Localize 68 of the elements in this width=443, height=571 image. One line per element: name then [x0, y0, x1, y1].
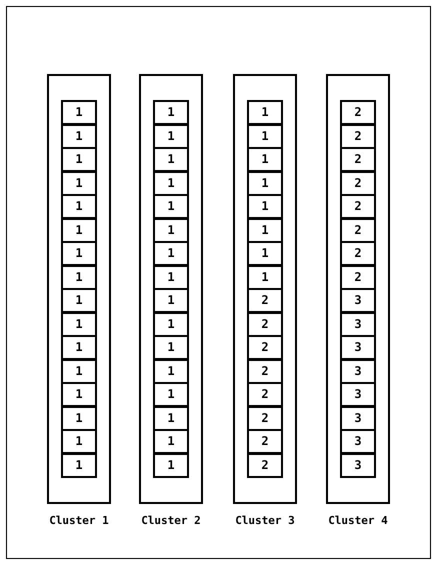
array-cell: 1 — [153, 335, 189, 360]
array-cell: 1 — [153, 382, 189, 407]
array-cell: 1 — [61, 264, 97, 290]
cluster-label: Cluster 3 — [234, 514, 296, 527]
array-cell: 1 — [153, 312, 189, 336]
array-cell: 1 — [153, 452, 189, 478]
array-cell: 1 — [153, 194, 189, 219]
array-cell: 1 — [247, 124, 283, 148]
array-cell: 1 — [61, 241, 97, 266]
array-cell: 1 — [153, 170, 189, 196]
array-cell: 1 — [153, 358, 189, 384]
array-cell: 2 — [247, 312, 283, 336]
array-cell: 1 — [61, 194, 97, 219]
array-cell: 1 — [153, 218, 189, 242]
array-cell: 3 — [340, 406, 376, 430]
array-cell: 1 — [153, 100, 189, 125]
array-cell: 2 — [340, 124, 376, 148]
array-cell: 1 — [61, 124, 97, 148]
array-cell: 1 — [61, 218, 97, 242]
array-cell: 1 — [61, 170, 97, 196]
array-cell: 1 — [61, 312, 97, 336]
cluster-label: Cluster 1 — [48, 514, 110, 527]
array-cell: 3 — [340, 452, 376, 478]
array-cell: 3 — [340, 288, 376, 313]
array-cell: 1 — [61, 288, 97, 313]
array-cell: 1 — [153, 288, 189, 313]
array-cell: 2 — [247, 358, 283, 384]
array-cell: 1 — [247, 264, 283, 290]
array-cell: 1 — [153, 241, 189, 266]
array-cell: 1 — [61, 382, 97, 407]
array-cell: 2 — [340, 194, 376, 219]
array-cell: 2 — [247, 429, 283, 454]
array-cell: 3 — [340, 382, 376, 407]
array-cell: 1 — [247, 170, 283, 196]
array-cell: 2 — [247, 382, 283, 407]
array-cell: 1 — [61, 358, 97, 384]
array-cell: 1 — [247, 147, 283, 172]
array-cell: 1 — [153, 406, 189, 430]
array-cell: 1 — [247, 241, 283, 266]
array-cell: 1 — [153, 264, 189, 290]
array-cell: 1 — [61, 429, 97, 454]
array-cell: 2 — [340, 170, 376, 196]
array-cell: 2 — [247, 406, 283, 430]
array-cell: 1 — [153, 124, 189, 148]
array-cell: 2 — [247, 335, 283, 360]
array-cell: 1 — [61, 335, 97, 360]
array-cell: 2 — [340, 100, 376, 125]
array-cell: 3 — [340, 335, 376, 360]
array-cell: 2 — [247, 452, 283, 478]
array-cell: 3 — [340, 312, 376, 336]
array-cell: 2 — [247, 288, 283, 313]
array-cell: 2 — [340, 218, 376, 242]
array-cell: 1 — [153, 429, 189, 454]
array-cell: 1 — [247, 218, 283, 242]
array-cell: 1 — [247, 100, 283, 125]
cluster-label: Cluster 4 — [327, 514, 389, 527]
array-cell: 1 — [61, 147, 97, 172]
array-cell: 1 — [61, 100, 97, 125]
array-cell: 3 — [340, 358, 376, 384]
array-cell: 2 — [340, 264, 376, 290]
array-cell: 2 — [340, 241, 376, 266]
array-cell: 1 — [61, 452, 97, 478]
array-cell: 1 — [247, 194, 283, 219]
array-cell: 2 — [340, 147, 376, 172]
array-cell: 1 — [61, 406, 97, 430]
array-cell: 3 — [340, 429, 376, 454]
cluster-label: Cluster 2 — [140, 514, 202, 527]
array-cell: 1 — [153, 147, 189, 172]
